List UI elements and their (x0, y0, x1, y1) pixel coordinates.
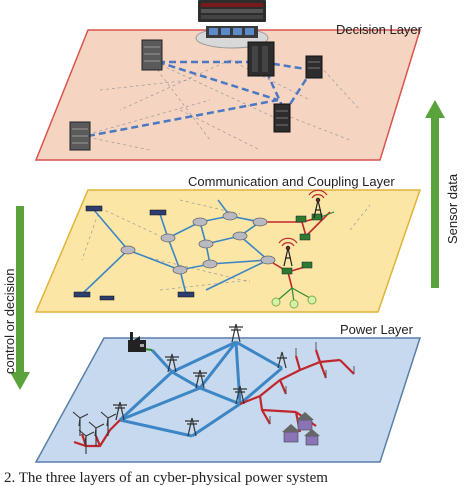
power-layer: Power Layer (34, 322, 422, 463)
decision-layer: Decision Layer (34, 0, 423, 161)
sensor-data-arrow: Sensor data (425, 100, 460, 288)
server-icon (69, 121, 91, 151)
distribution-poles (269, 342, 355, 424)
light-bulb-icon (271, 295, 317, 309)
house-icon (282, 424, 300, 443)
transmission-tower-icon (113, 323, 287, 437)
router-icon (120, 211, 276, 275)
house-icon (304, 429, 320, 446)
antenna-icon (278, 237, 298, 267)
figure-caption: 2. The three layers of an cyber-physical… (4, 470, 328, 486)
terminal-icon (73, 205, 195, 301)
sensor-data-label: Sensor data (445, 173, 460, 244)
communication-layer: Communication and Coupling Layer (34, 174, 422, 313)
factory-icon (128, 332, 146, 352)
server-icon (273, 103, 291, 133)
communication-plane (34, 189, 422, 313)
communication-mesh (81, 199, 371, 291)
power-layer-label: Power Layer (340, 322, 414, 337)
antenna-icon (308, 189, 328, 219)
control-room-icon (195, 0, 269, 49)
wind-turbine-icon (72, 411, 117, 454)
rtu-icon (281, 213, 323, 275)
distribution-lines (73, 349, 355, 448)
transmission-lines (118, 340, 283, 438)
house-icon (296, 412, 314, 431)
decision-layer-label: Decision Layer (336, 22, 423, 37)
server-icon (141, 39, 163, 71)
server-icon (247, 41, 275, 77)
server-icon (305, 55, 323, 79)
decision-plane (34, 29, 422, 161)
control-or-decision-label: control or decision (2, 269, 17, 375)
control-or-decision-arrow: control or decision (2, 206, 30, 390)
communication-layer-label: Communication and Coupling Layer (188, 174, 395, 189)
